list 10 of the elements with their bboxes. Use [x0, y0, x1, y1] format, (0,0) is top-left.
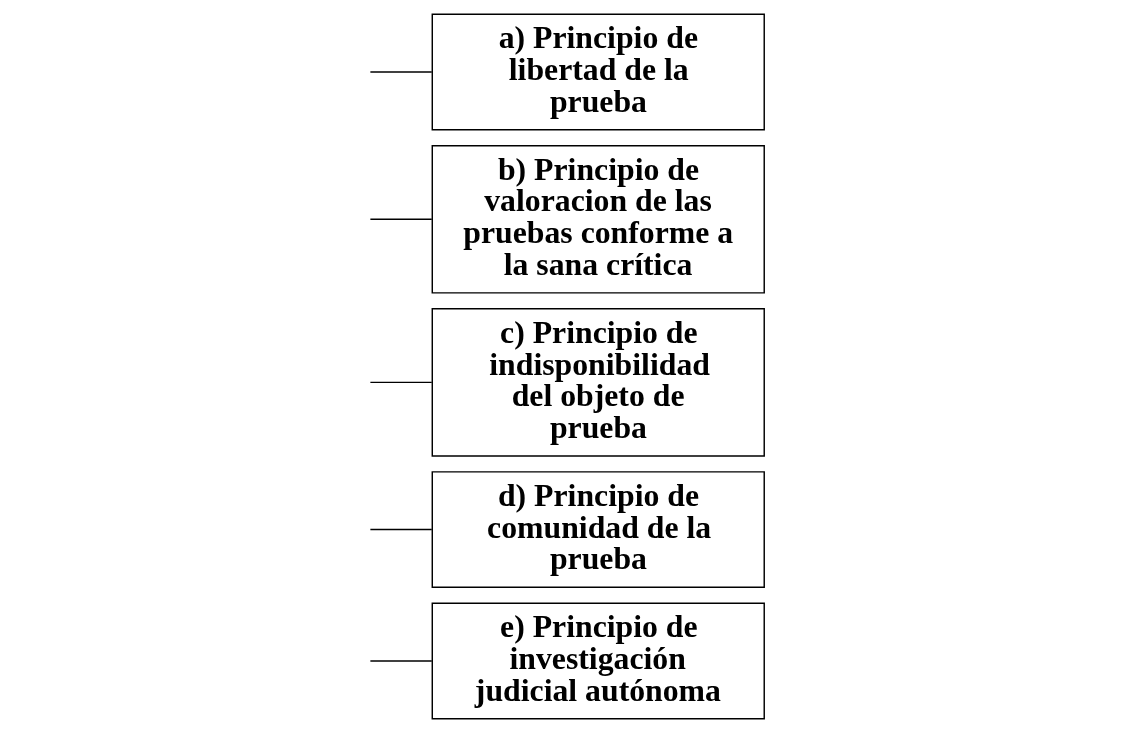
connector — [369, 660, 432, 662]
node-box: b) Principio de valoracion de las pruebas conforme a la sana crítica — [431, 144, 765, 294]
connector — [369, 218, 432, 220]
node-box: c) Principio de indisponibilidad del objeto de prueba — [431, 308, 765, 457]
connector — [369, 71, 432, 73]
node-box: a) Principio de libertad de la prueba — [431, 13, 765, 131]
node-box: d) Principio de comunidad de la prueba — [431, 471, 765, 589]
connector — [369, 528, 432, 531]
node-box: e) Principio de investigación judicial autónoma — [431, 602, 765, 720]
connector — [369, 381, 432, 384]
